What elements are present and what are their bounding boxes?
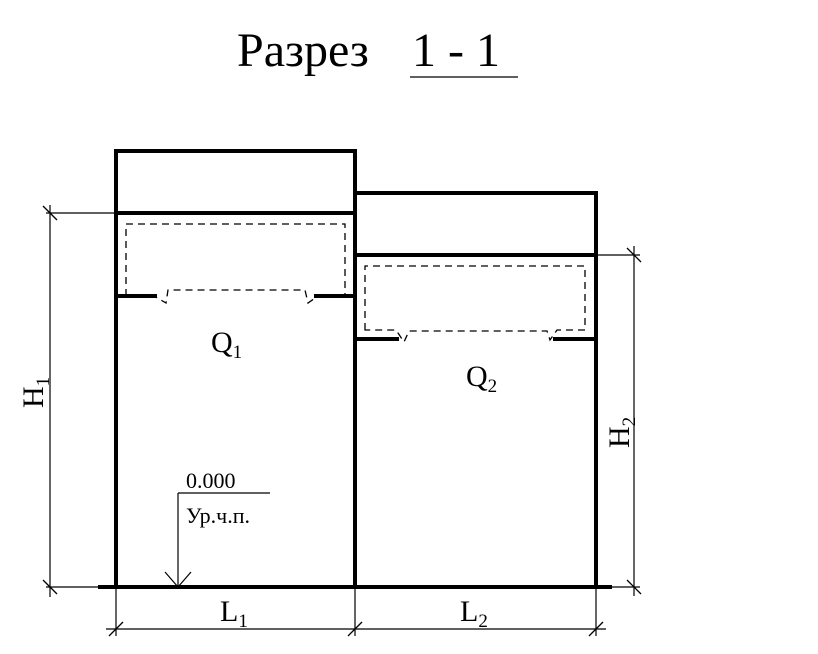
h2-tick-bottom <box>626 579 642 595</box>
crane-2-outline <box>364 265 586 344</box>
title-prefix: Разрез <box>237 24 369 77</box>
h2-label: H2 <box>603 417 640 448</box>
h2-tick-top <box>626 247 642 263</box>
dimension-h2: H2 <box>596 246 642 596</box>
crane-1-label: Q1 <box>211 326 242 363</box>
crane-1: Q1 <box>114 223 357 363</box>
level-mark-arrow-left <box>164 571 179 588</box>
h1-tick-top <box>42 205 58 221</box>
level-mark-caption: Ур.ч.п. <box>186 503 250 528</box>
crane-1-outline <box>125 223 346 305</box>
level-mark: 0.000 Ур.ч.п. <box>164 468 270 588</box>
span-1-outline <box>114 149 357 589</box>
l-tick-right <box>588 621 604 637</box>
building-section <box>98 149 612 589</box>
section-title: Разрез 1 - 1 <box>237 24 518 78</box>
l-tick-left <box>108 621 124 637</box>
title-section-id: 1 - 1 <box>412 24 500 77</box>
l-tick-middle <box>347 621 363 637</box>
crane-2: Q2 <box>353 265 598 397</box>
level-mark-arrow-right <box>177 571 192 588</box>
level-mark-value: 0.000 <box>186 468 236 493</box>
h1-tick-bottom <box>42 579 58 595</box>
crane-2-label: Q2 <box>466 360 497 397</box>
span-2-outline <box>353 191 598 589</box>
l1-label: L1 <box>220 595 248 632</box>
dimension-h1: H1 <box>17 205 116 597</box>
h1-label: H1 <box>17 377 54 408</box>
dimension-l: L1 L2 <box>106 589 606 637</box>
l2-label: L2 <box>460 595 488 632</box>
